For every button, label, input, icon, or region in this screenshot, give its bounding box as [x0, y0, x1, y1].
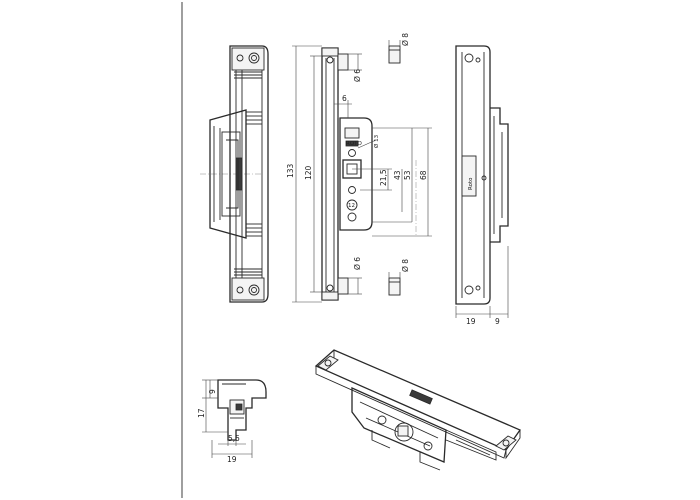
loose-pins: Ø 8 Ø 8	[388, 33, 410, 296]
dim-9-side: 9	[208, 389, 217, 394]
dim-9-front: 9	[495, 317, 500, 326]
dim-133: 133	[286, 163, 295, 178]
dim-19-front: 19	[466, 317, 476, 326]
dim-bore: Ø 13	[373, 134, 380, 148]
dim-21-5: 21,5	[379, 169, 388, 186]
dim-small-pin-bottom: Ø 8	[401, 259, 410, 272]
stamp-top-text: ROTO	[346, 141, 363, 147]
dim-pin-top: Ø 6	[353, 69, 362, 82]
right-profile-view: Roto 19 9	[455, 45, 509, 326]
side-view-left	[200, 45, 269, 303]
dim-68: 68	[419, 170, 428, 180]
dim-small-pin-top: Ø 8	[401, 33, 410, 46]
dim-pin-bottom: Ø 6	[353, 257, 362, 270]
dim-53: 53	[403, 170, 412, 180]
dim-19-side: 19	[227, 455, 237, 464]
dim-6: 6	[342, 94, 347, 103]
brand-mark: Roto	[468, 177, 474, 190]
isometric-view	[314, 349, 521, 471]
dim-5-5: 5,5	[228, 434, 240, 443]
dim-43: 43	[393, 170, 402, 180]
stamp-bottom-text: 12	[348, 203, 355, 209]
dim-17: 17	[197, 408, 206, 418]
front-view-dimensioned: ROTO 12 133 120 Ø 6 Ø 6 6 Ø 13	[286, 45, 432, 303]
dim-120: 120	[304, 165, 313, 180]
section-view-bottom-left: 17 9 5,5 19	[197, 379, 267, 464]
